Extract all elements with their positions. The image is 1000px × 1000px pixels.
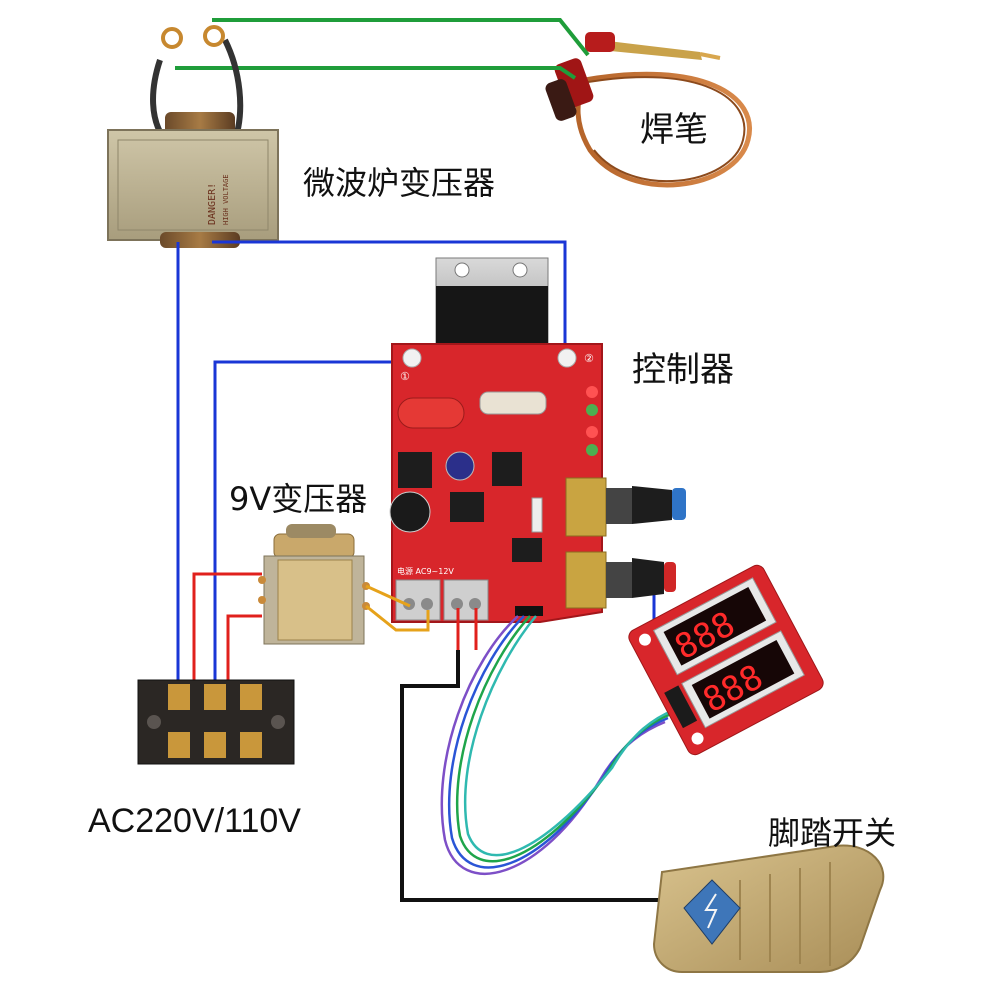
- knob-red-icon[interactable]: [606, 558, 676, 598]
- lightning-icon: [683, 879, 741, 945]
- capacitor: [445, 451, 475, 481]
- ic-chip: [450, 492, 484, 522]
- power-resistor: [479, 391, 547, 415]
- silk-mark-2: ②: [584, 352, 594, 365]
- led-green: [586, 444, 598, 456]
- mount-hole: [402, 348, 422, 368]
- high-voltage-text: HIGH VOLTAGE: [222, 174, 230, 225]
- ic-chip: [492, 452, 522, 486]
- led-red: [586, 386, 598, 398]
- blue-wires: [176, 240, 656, 690]
- fuse: [397, 397, 465, 429]
- danger-text: DANGER!: [207, 183, 218, 225]
- terminal-block-power: [395, 579, 441, 621]
- controller-board: ① ②: [389, 257, 686, 623]
- label-transformer-9v: 9V变压器: [229, 480, 368, 518]
- knob-blue-icon[interactable]: [606, 486, 686, 524]
- ic-chip: [512, 538, 542, 562]
- terminal-block-switch: [443, 579, 489, 621]
- silk-power-label: 电源 AC9~12V: [397, 566, 454, 576]
- ic-chip: [398, 452, 432, 488]
- transformer-plate-text: DANGER! HIGH VOLTAGE: [207, 174, 230, 225]
- yellow-wires: [365, 584, 430, 632]
- label-foot-switch: 脚踏开关: [768, 814, 897, 852]
- green-wires: [175, 18, 590, 80]
- led-red: [586, 426, 598, 438]
- pen-probe-upper: [585, 32, 721, 60]
- capacitor: [389, 491, 431, 533]
- label-microwave-transformer: 微波炉变压器: [303, 164, 496, 202]
- mount-hole: [557, 348, 577, 368]
- header-connector: [515, 606, 543, 616]
- ac-terminal-block: [137, 679, 295, 765]
- transformer-9v: [258, 524, 370, 645]
- silk-mark-1: ①: [400, 370, 410, 383]
- label-welding-pen: 焊笔: [640, 110, 708, 150]
- foot-pedal[interactable]: [652, 844, 885, 973]
- ribbon-cable: [440, 615, 675, 875]
- black-wire: [400, 650, 660, 902]
- label-ac-input: AC220V/110V: [88, 802, 301, 840]
- terminal-ring-icon: [203, 25, 225, 47]
- potentiometer: [565, 477, 607, 537]
- display-board: 888 888: [628, 564, 824, 756]
- led-green: [586, 404, 598, 416]
- microwave-transformer: DANGER! HIGH VOLTAGE: [107, 25, 279, 248]
- terminal-ring-icon: [161, 27, 183, 49]
- red-wires: [192, 572, 478, 690]
- label-controller: 控制器: [632, 350, 734, 390]
- potentiometer: [565, 551, 607, 609]
